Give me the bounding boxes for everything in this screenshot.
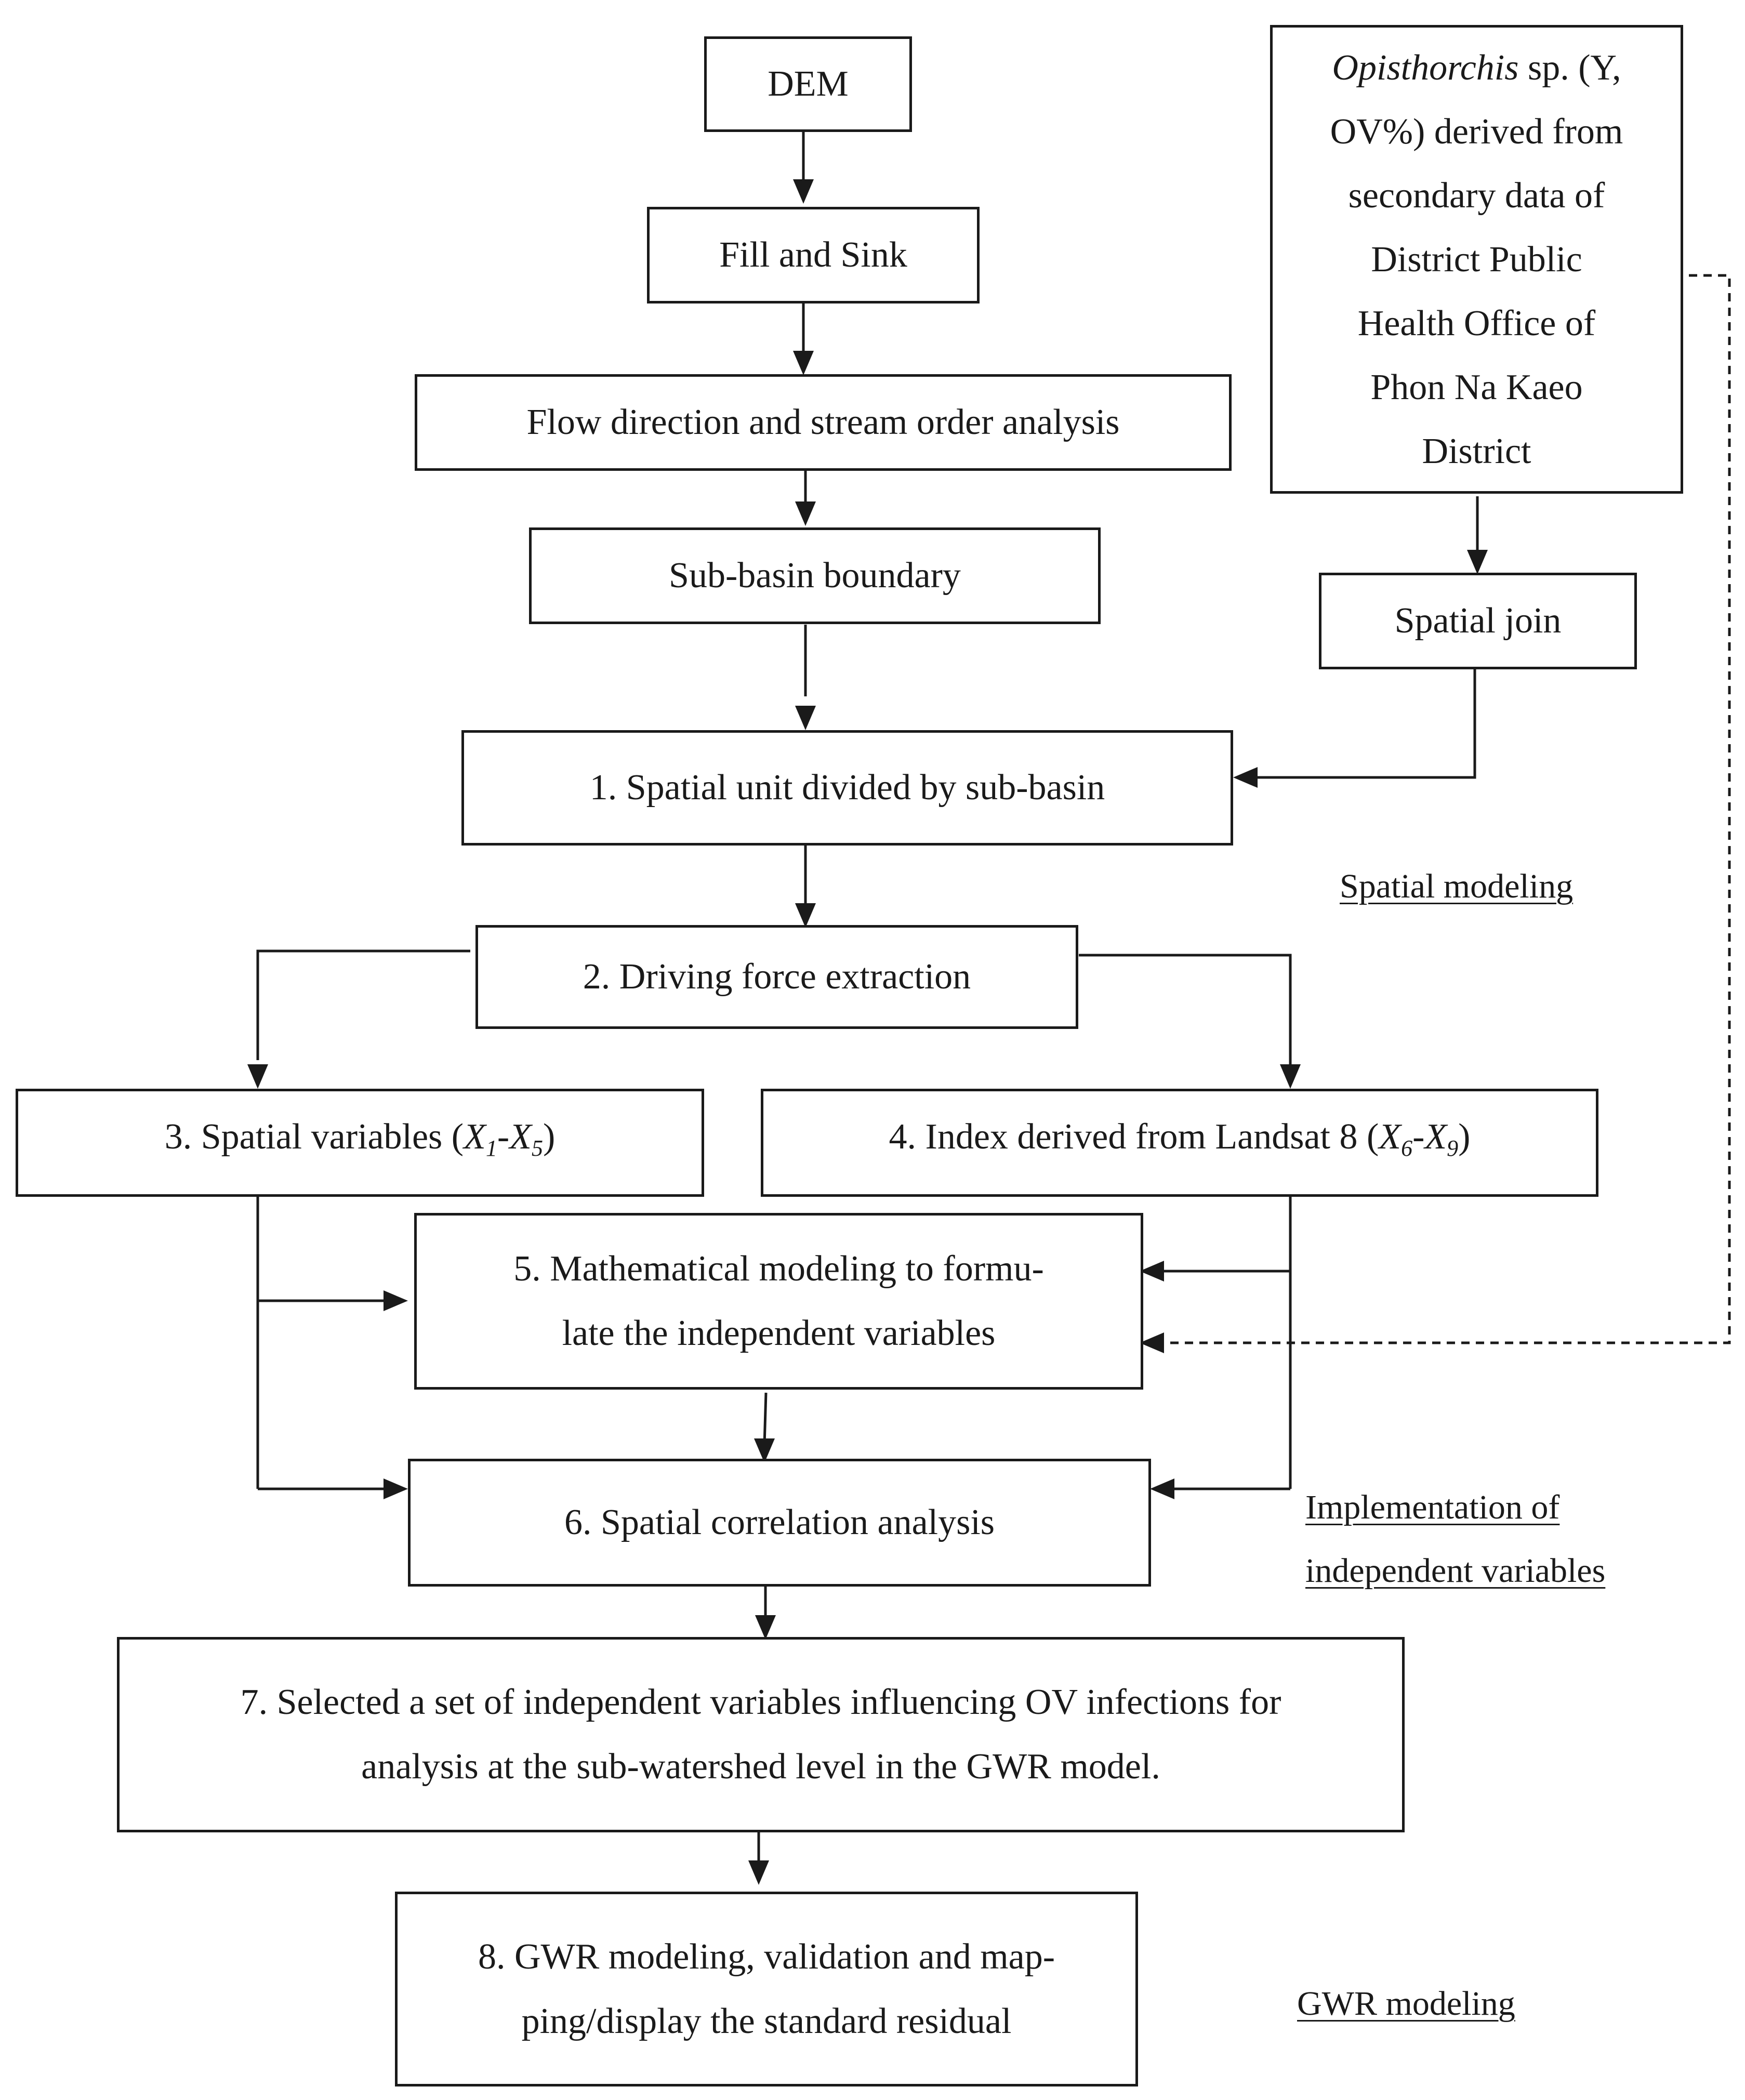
opis-genus: Opisthorchis: [1332, 47, 1519, 88]
arrowhead-dashed-step5: [1140, 1332, 1164, 1353]
step4-x-b: X: [1424, 1117, 1447, 1157]
node-step3-label: 3. Spatial variables (X1-X5): [165, 1105, 556, 1181]
node-fill-sink: Fill and Sink: [647, 207, 980, 303]
arrowhead-step7-step8: [748, 1860, 769, 1885]
dashed-opis-to-step5: [1159, 274, 1731, 1344]
opis-line4: District Public: [1371, 239, 1582, 280]
node-flow-direction-label: Flow direction and stream order analysis: [526, 402, 1120, 442]
node-step5: 5. Mathematical modeling to formu- late …: [414, 1213, 1143, 1390]
node-spatial-join: Spatial join: [1319, 573, 1637, 669]
arrowhead-join-step1: [1233, 767, 1258, 788]
step4-prefix: 4. Index derived from Landsat 8 (: [889, 1117, 1379, 1157]
node-step7: 7. Selected a set of independent variabl…: [117, 1637, 1405, 1832]
node-fill-sink-label: Fill and Sink: [719, 235, 907, 275]
step8-line2: ping/display the standard residual: [521, 2001, 1012, 2041]
node-step4: 4. Index derived from Landsat 8 (X6-X9): [761, 1089, 1598, 1197]
opis-line3: secondary data of: [1348, 175, 1605, 216]
node-step2: 2. Driving force extraction: [475, 925, 1078, 1029]
step7-line1: 7. Selected a set of independent variabl…: [240, 1682, 1281, 1722]
arrowhead-flow-subbasin: [795, 501, 816, 526]
label-implementation: Implementation of independent variables: [1305, 1476, 1605, 1603]
arrowhead-step4-step5: [1140, 1261, 1164, 1282]
step4-sub-a: 6: [1401, 1135, 1413, 1161]
arrowhead-step2-step4: [1280, 1064, 1301, 1089]
arrowhead-subbasin-step1: [795, 706, 816, 730]
arrow-step5-to-step6: [763, 1392, 768, 1445]
arrowhead-step2-step3: [247, 1064, 268, 1089]
arrowhead-step6-step7: [755, 1615, 776, 1640]
arrow-step2-to-step3: [256, 949, 470, 1060]
step3-x-b: X: [509, 1117, 532, 1157]
node-sub-basin-boundary: Sub-basin boundary: [529, 527, 1101, 624]
step3-x-a: X: [464, 1117, 486, 1157]
arrowhead-fill-flow: [793, 351, 814, 375]
step8-line1: 8. GWR modeling, validation and map-: [478, 1936, 1055, 1977]
node-step1-label: 1. Spatial unit divided by sub-basin: [589, 768, 1105, 808]
opis-line1: Opisthorchis sp. (Y,: [1332, 36, 1621, 100]
opis-line7: District: [1422, 431, 1531, 471]
arrow-step2-to-step4: [1079, 954, 1292, 1064]
arrow-join-to-step1: [1252, 668, 1476, 779]
step4-dash: -: [1412, 1117, 1425, 1157]
arrowhead-step3-step6: [384, 1478, 408, 1499]
step3-sub-a: 1: [485, 1135, 497, 1161]
node-dem-label: DEM: [768, 64, 849, 104]
node-step4-label: 4. Index derived from Landsat 8 (X6-X9): [889, 1105, 1471, 1181]
step4-x-a: X: [1379, 1117, 1402, 1157]
node-flow-direction: Flow direction and stream order analysis: [415, 374, 1232, 471]
opis-line1-rest: sp. (Y,: [1518, 47, 1621, 88]
arrowhead-step1-step2: [795, 903, 816, 928]
arrowhead-step5-step6: [754, 1438, 775, 1463]
step3-sub-b: 5: [531, 1135, 543, 1161]
label-implementation-line1: Implementation of: [1305, 1488, 1560, 1526]
step5-line1: 5. Mathematical modeling to formu-: [513, 1249, 1044, 1289]
opis-line5: Health Office of: [1357, 303, 1596, 344]
node-step1: 1. Spatial unit divided by sub-basin: [461, 730, 1233, 846]
opis-line2: OV%) derived from: [1330, 111, 1623, 152]
step3-prefix: 3. Spatial variables (: [164, 1117, 464, 1157]
node-opisthorchis-data: Opisthorchis sp. (Y, OV%) derived from s…: [1270, 25, 1683, 494]
step4-suffix: ): [1458, 1117, 1471, 1157]
node-spatial-join-label: Spatial join: [1394, 601, 1562, 641]
arrowhead-dem-fill: [793, 179, 814, 204]
arrowhead-step4-step6: [1150, 1478, 1174, 1499]
node-step8: 8. GWR modeling, validation and map- pin…: [395, 1892, 1138, 2086]
step3-dash: -: [497, 1117, 510, 1157]
step3-suffix: ): [543, 1117, 556, 1157]
label-gwr-modeling: GWR modeling: [1297, 1985, 1515, 2023]
label-spatial-modeling: Spatial modeling: [1340, 867, 1574, 905]
step7-line2: analysis at the sub-watershed level in t…: [361, 1747, 1160, 1787]
label-implementation-line2: independent variables: [1305, 1552, 1606, 1590]
step4-sub-b: 9: [1447, 1135, 1459, 1161]
opis-line6: Phon Na Kaeo: [1370, 367, 1583, 407]
node-sub-basin-boundary-label: Sub-basin boundary: [669, 556, 961, 596]
node-step2-label: 2. Driving force extraction: [583, 957, 971, 997]
node-step6-label: 6. Spatial correlation analysis: [564, 1502, 995, 1542]
arrowhead-opis-join: [1467, 550, 1488, 574]
step5-line2: late the independent variables: [562, 1313, 996, 1353]
arrowhead-step3-step5: [384, 1290, 408, 1311]
node-step3: 3. Spatial variables (X1-X5): [16, 1089, 704, 1197]
node-step6: 6. Spatial correlation analysis: [408, 1459, 1151, 1587]
node-dem: DEM: [704, 36, 912, 132]
